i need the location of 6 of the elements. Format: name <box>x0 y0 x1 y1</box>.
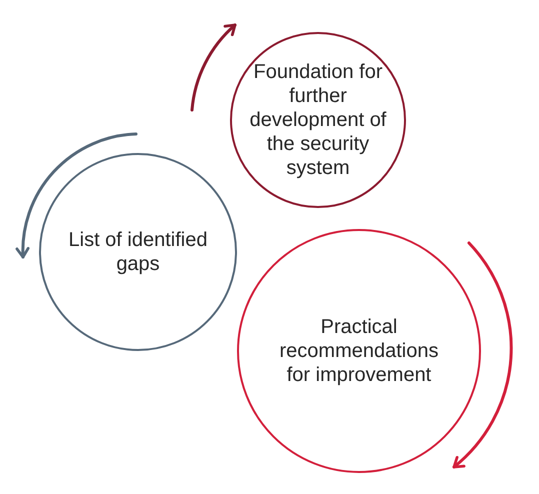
stage-label: Foundation for further development of the security system <box>248 60 388 180</box>
stage-label: Practical recommendations for improvement <box>278 315 440 387</box>
stage-label: List of identified gaps <box>68 228 208 276</box>
stage-circle <box>39 153 237 351</box>
stage-circle <box>230 32 406 208</box>
stage-circle <box>237 229 481 473</box>
